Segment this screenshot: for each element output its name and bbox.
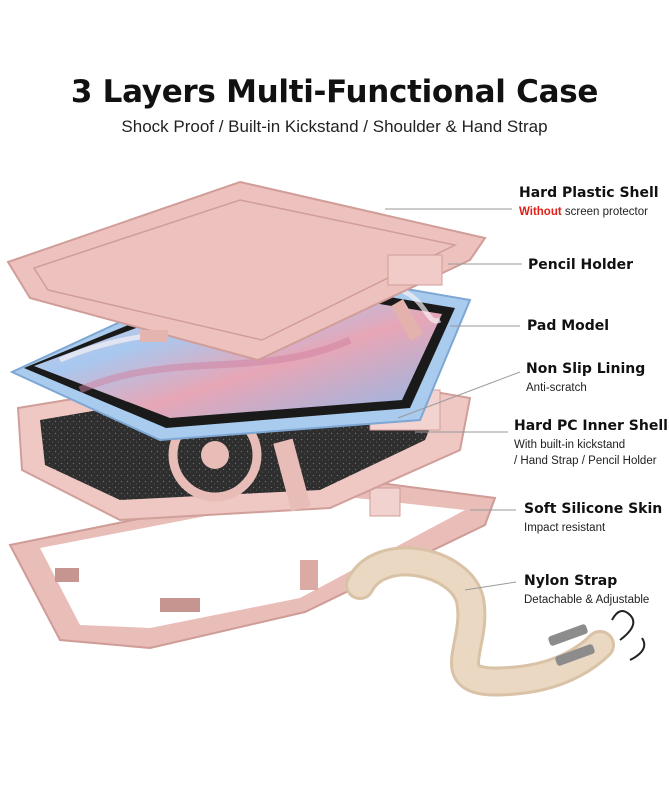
callout-note: Impact resistant — [524, 522, 606, 534]
silicone-skin-layer — [8, 476, 497, 650]
callout-nylon-strap: Nylon Strap Detachable & Adjustable — [524, 573, 649, 608]
callout-note-2: / Hand Strap / Pencil Holder — [514, 455, 657, 467]
callout-inner-shell: Hard PC Inner Shell With built-in kickst… — [514, 418, 668, 469]
callout-note: Detachable & Adjustable — [524, 594, 650, 606]
callout-silicone-skin: Soft Silicone Skin Impact resistant — [524, 501, 662, 536]
callout-label: Hard Plastic Shell — [519, 185, 659, 201]
callout-lines — [385, 208, 522, 591]
callout-label: Pad Model — [527, 318, 610, 334]
callout-label: Non Slip Lining — [526, 361, 646, 377]
callout-pad-model: Pad Model — [527, 318, 609, 334]
callout-label: Soft Silicone Skin — [524, 501, 663, 517]
page-subtitle: Shock Proof / Built-in Kickstand / Shoul… — [121, 117, 548, 136]
nylon-strap — [345, 546, 646, 697]
callout-non-slip-lining: Non Slip Lining Anti-scratch — [526, 361, 645, 396]
callout-hard-plastic-shell: Hard Plastic Shell Without screen protec… — [519, 185, 659, 220]
callout-label: Nylon Strap — [524, 573, 618, 589]
callout-note-1: With built-in kickstand — [514, 439, 626, 451]
callout-note: Anti-scratch — [526, 382, 587, 394]
callout-label: Hard PC Inner Shell — [514, 418, 668, 434]
plastic-shell-layer — [6, 180, 487, 362]
callout-note: Without screen protector — [519, 206, 648, 218]
page-title: 3 Layers Multi-Functional Case — [70, 74, 599, 110]
callout-pencil-holder: Pencil Holder — [528, 257, 633, 273]
callout-label: Pencil Holder — [528, 257, 634, 273]
